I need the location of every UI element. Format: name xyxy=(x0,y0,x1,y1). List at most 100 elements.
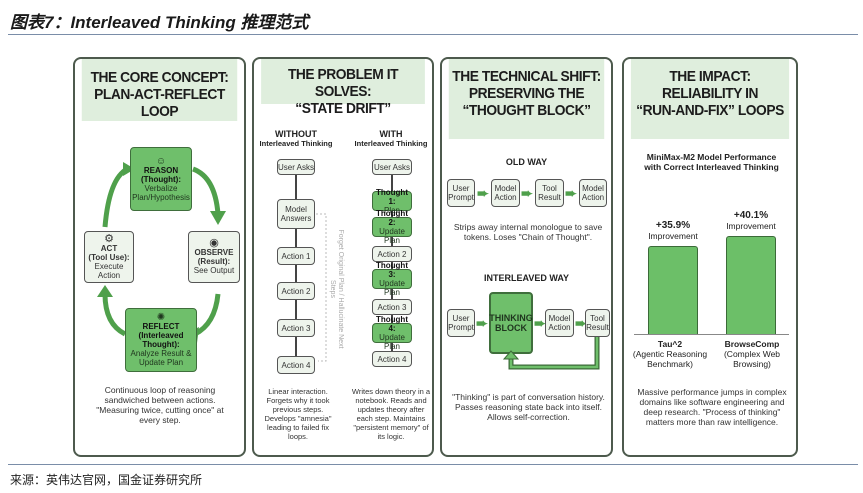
old-way-heading: OLD WAY xyxy=(505,157,548,167)
panel-title-line: “RUN-AND-FIX” LOOPS xyxy=(636,102,784,119)
thought-box: Thought 2:Update Plan xyxy=(372,209,412,245)
category-name: Tau^2 xyxy=(657,339,683,349)
step-title: Thought 1: xyxy=(376,187,408,206)
node-title: REASON xyxy=(143,165,179,175)
arrow-right-icon: ➨ xyxy=(476,315,488,331)
panel-technical-shift: THE TECHNICAL SHIFT: PRESERVING THE “THO… xyxy=(440,57,613,457)
arrow-right-icon: ➨ xyxy=(575,315,587,331)
title-divider xyxy=(8,34,858,35)
step-box: User Asks xyxy=(277,159,315,175)
value-text: +35.9% xyxy=(655,220,691,232)
source-note: 来源：英伟达官网，国金证券研究所 xyxy=(10,473,203,487)
step-title: User Asks xyxy=(373,162,410,172)
value-label: +35.9%Improvement xyxy=(638,220,708,242)
column-head: WITHOUT xyxy=(275,129,317,139)
panel-caption: Massive performance jumps in complex dom… xyxy=(637,387,787,427)
panel-title-line: “STATE DRIFT” xyxy=(295,100,391,117)
node-sub: (Tool Use): xyxy=(88,252,130,262)
with-caption: Writes down theory in a notebook. Reads … xyxy=(351,387,431,441)
drift-note: Forget Original Plan / Hallucinate Next … xyxy=(329,229,344,349)
step-desc: Update Plan xyxy=(379,227,405,245)
arrow-right-icon: ➨ xyxy=(565,185,577,201)
panel-title-line: THE PROBLEM IT SOLVES: xyxy=(287,66,399,100)
step-title: Action 3 xyxy=(377,302,407,312)
without-caption: Linear interaction. Forgets why it took … xyxy=(264,387,332,441)
step-title: Action 4 xyxy=(377,354,407,364)
step-box: Action 2 xyxy=(372,246,412,262)
step-desc: Update Plan xyxy=(379,279,405,297)
arrow-right-icon: ➨ xyxy=(534,315,546,331)
node-desc: Analyze Result & Update Plan xyxy=(130,349,192,367)
node-desc: See Output xyxy=(193,266,235,275)
panel-title-line: RELIABILITY IN xyxy=(661,85,759,102)
bar-chart: +35.9%Improvement +40.1%Improvement xyxy=(634,194,789,335)
node-sub: (Result): xyxy=(197,257,231,266)
step-box: Model Answers xyxy=(277,199,315,229)
panel-title-line: PRESERVING THE xyxy=(468,85,585,102)
bar-tau2 xyxy=(648,246,698,334)
flow-box: Tool Result xyxy=(535,179,564,207)
flow-box: Model Action xyxy=(579,179,607,207)
node-title: OBSERVE xyxy=(194,248,234,257)
panel-title-line: PLAN-ACT-REFLECT LOOP xyxy=(94,86,225,120)
value-label: +40.1%Improvement xyxy=(716,209,786,231)
category-label: Tau^2(Agentic Reasoning Benchmark) xyxy=(630,339,710,369)
step-title: Thought 4: xyxy=(376,315,408,333)
step-title: Action 2 xyxy=(377,249,407,259)
node-sub: (Thought): xyxy=(141,174,181,184)
step-box: User Asks xyxy=(372,159,412,175)
interleaved-way-heading: INTERLEAVED WAY xyxy=(483,273,569,283)
with-heading: WITH Interleaved Thinking xyxy=(350,129,432,149)
node-title: REFLECT xyxy=(142,322,180,331)
step-box: Action 3 xyxy=(372,299,412,315)
observe-node: ◉ OBSERVE (Result): See Output xyxy=(188,231,240,283)
step-box: Action 4 xyxy=(372,351,412,367)
column-sub: Interleaved Thinking xyxy=(354,139,428,148)
eye-icon: ◉ xyxy=(209,237,219,249)
category-desc: (Complex Web Browsing) xyxy=(723,349,781,369)
interleaved-caption: "Thinking" is part of conversation histo… xyxy=(452,392,605,422)
node-desc: Verbalize Plan/Hypothesis xyxy=(132,183,190,202)
flow-box: Tool Result xyxy=(585,309,610,337)
gear-icon: ⚙ xyxy=(104,232,114,245)
column-head: WITH xyxy=(379,129,403,139)
panel-core-concept: THE CORE CONCEPT: PLAN-ACT-REFLECT LOOP … xyxy=(73,57,246,457)
value-text: +40.1% xyxy=(733,209,769,221)
panel-header: THE TECHNICAL SHIFT: PRESERVING THE “THO… xyxy=(448,59,605,139)
node-sub: (Interleaved Thought): xyxy=(138,331,184,349)
panel-title-line: “THOUGHT BLOCK” xyxy=(462,102,591,119)
panel-title-line: THE CORE CONCEPT: xyxy=(90,69,229,86)
category-desc: (Agentic Reasoning Benchmark) xyxy=(632,349,708,369)
column-sub: Interleaved Thinking xyxy=(259,139,333,148)
panel-header: THE IMPACT: RELIABILITY IN “RUN-AND-FIX”… xyxy=(630,59,790,139)
feedback-loop-arrow xyxy=(502,337,600,370)
flow-box: User Prompt xyxy=(447,179,475,207)
panel-caption: Continuous loop of reasoning sandwiched … xyxy=(96,385,224,425)
flow-line xyxy=(391,165,393,365)
step-title: Thought 2: xyxy=(376,209,408,227)
old-way-caption: Strips away internal monologue to save t… xyxy=(453,222,603,242)
step-desc: Update Plan xyxy=(379,333,405,351)
value-sub: Improvement xyxy=(648,231,698,242)
arrow-right-icon: ➨ xyxy=(521,185,533,201)
category-label: BrowseComp(Complex Web Browsing) xyxy=(712,339,792,369)
step-title: Thought 3: xyxy=(376,261,408,279)
flow-line xyxy=(295,165,297,365)
thought-box: Thought 3:Update Plan xyxy=(372,261,412,297)
bar-browsecomp xyxy=(726,236,776,334)
thought-box: Thought 4:Update Plan xyxy=(372,315,412,351)
without-heading: WITHOUT Interleaved Thinking xyxy=(256,129,336,149)
brain-icon: ✺ xyxy=(156,312,166,323)
flow-box: User Prompt xyxy=(447,309,475,337)
step-box: Action 3 xyxy=(277,319,315,337)
panel-impact: THE IMPACT: RELIABILITY IN “RUN-AND-FIX”… xyxy=(622,57,798,457)
step-desc: Plan xyxy=(383,205,400,215)
chart-title: MiniMax-M2 Model Performance with Correc… xyxy=(644,152,779,172)
panel-title-line: THE TECHNICAL SHIFT: xyxy=(452,68,601,85)
panel-header: THE CORE CONCEPT: PLAN-ACT-REFLECT LOOP xyxy=(81,59,238,121)
brain-head-icon: ☺ xyxy=(155,155,167,167)
act-node: ⚙ ACT (Tool Use): Execute Action xyxy=(84,231,134,283)
drift-dotted-arrow xyxy=(316,213,327,362)
flow-box: Model Action xyxy=(491,179,520,207)
step-box: Action 4 xyxy=(277,356,315,374)
